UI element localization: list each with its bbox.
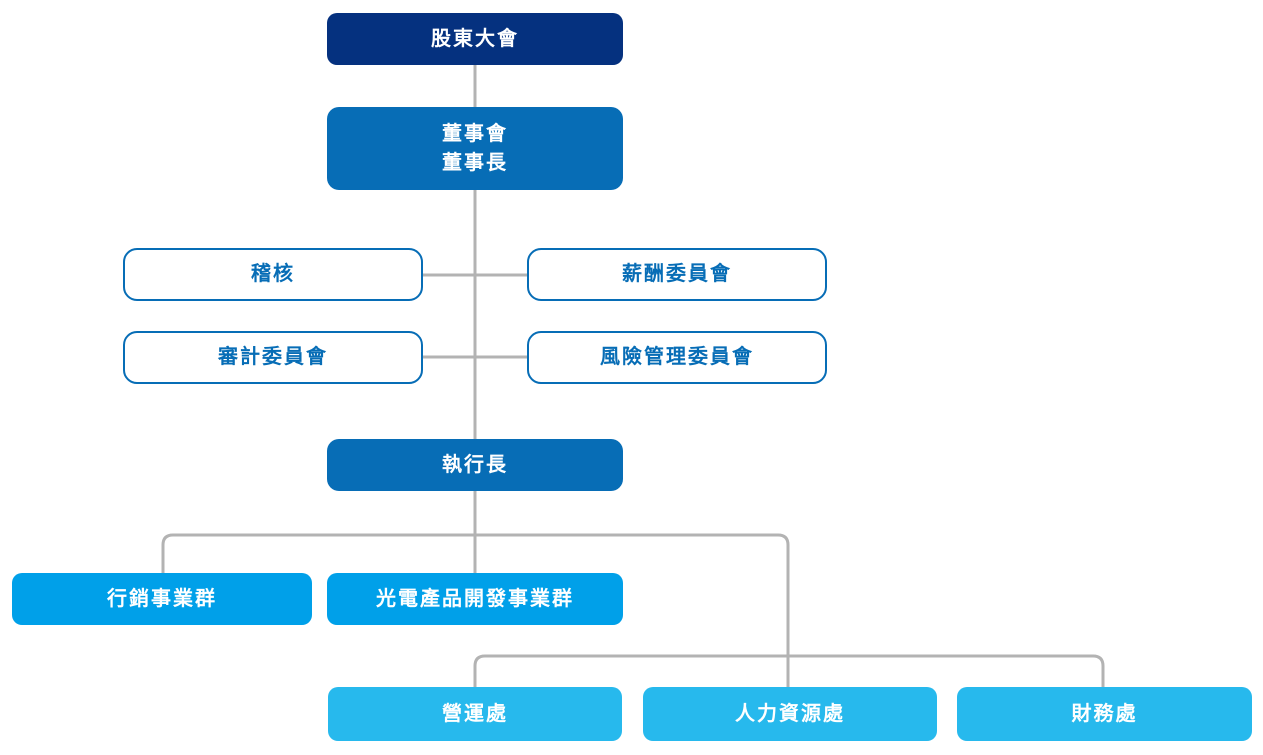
node-audit-office-label: 稽核 <box>251 263 295 285</box>
node-risk-management-committee-label: 風險管理委員會 <box>600 346 754 368</box>
node-ceo-label: 執行長 <box>442 453 508 476</box>
node-board-label-line1: 董事會 <box>442 122 508 145</box>
node-optoelectronics-product-dev-group: 光電產品開發事業群 <box>327 573 623 625</box>
node-audit-office: 稽核 <box>123 248 423 301</box>
node-human-resources-division: 人力資源處 <box>643 687 937 741</box>
node-optoelectronics-product-dev-group-label: 光電產品開發事業群 <box>376 587 574 610</box>
node-ceo: 執行長 <box>327 439 623 491</box>
node-audit-committee: 審計委員會 <box>123 331 423 384</box>
node-marketing-business-group-label: 行銷事業群 <box>107 587 217 610</box>
node-compensation-committee: 薪酬委員會 <box>527 248 827 301</box>
node-marketing-business-group: 行銷事業群 <box>12 573 312 625</box>
node-shareholders-meeting-label: 股東大會 <box>431 27 519 50</box>
node-compensation-committee-label: 薪酬委員會 <box>622 263 732 285</box>
node-operations-division: 營運處 <box>328 687 622 741</box>
node-board-of-directors: 董事會 董事長 <box>327 107 623 190</box>
node-human-resources-division-label: 人力資源處 <box>735 702 845 725</box>
node-operations-division-label: 營運處 <box>442 702 508 725</box>
node-audit-committee-label: 審計委員會 <box>218 346 328 368</box>
node-board-label-line2: 董事長 <box>442 151 508 174</box>
link-branch-operations-finance <box>473 654 1105 687</box>
link-ceo-branch-marketing-hr <box>161 533 790 687</box>
node-risk-management-committee: 風險管理委員會 <box>527 331 827 384</box>
node-shareholders-meeting: 股東大會 <box>327 13 623 65</box>
node-finance-division-label: 財務處 <box>1071 702 1138 725</box>
node-finance-division: 財務處 <box>957 687 1252 741</box>
